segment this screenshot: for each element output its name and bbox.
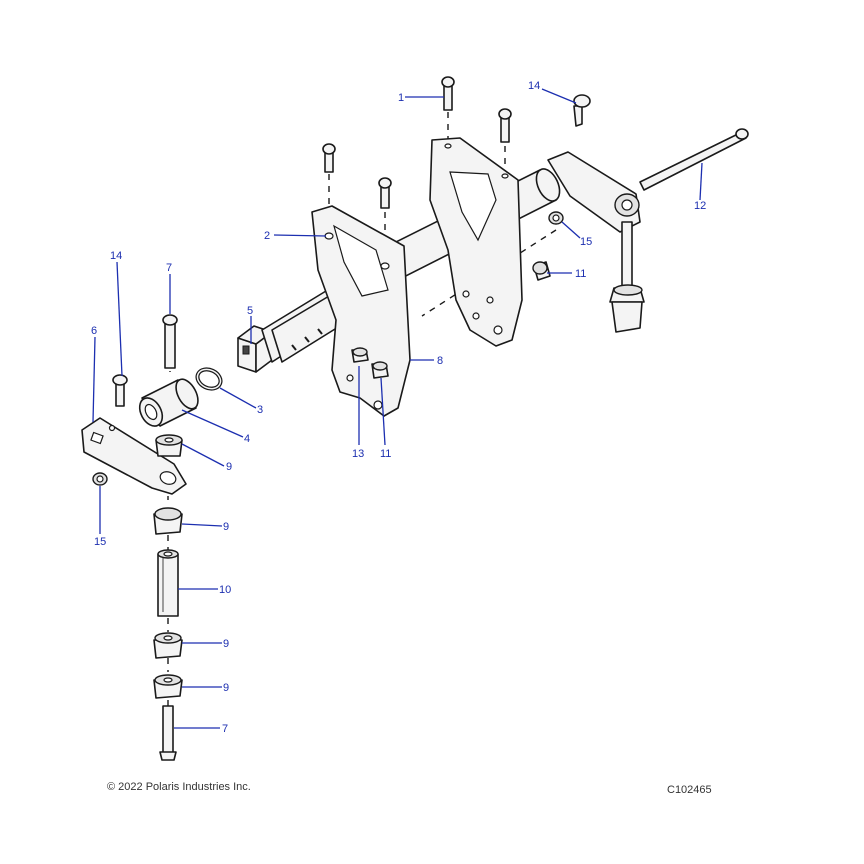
- nut-15-right: [548, 211, 564, 225]
- callout-5: 5: [247, 305, 253, 317]
- bushing-9-b: [153, 507, 183, 535]
- callout-9-a: 9: [226, 461, 232, 473]
- bolt-11-front: [371, 361, 389, 379]
- callout-8: 8: [437, 355, 443, 367]
- callout-13: 13: [352, 448, 364, 460]
- sleeve-4: [138, 378, 199, 427]
- bushing-9-a: [155, 434, 183, 457]
- bracket-rear: [429, 137, 523, 347]
- bolt-14-left: [112, 374, 128, 407]
- long-bolt-12: [639, 128, 749, 191]
- bushing-9-d: [153, 674, 183, 699]
- callout-7-top: 7: [166, 262, 172, 274]
- assembly-lines: [167, 112, 557, 712]
- lever-arm-6: [81, 417, 187, 495]
- callout-7-bottom: 7: [222, 723, 228, 735]
- callout-9-b: 9: [223, 521, 229, 533]
- leader-lines: [92, 88, 703, 729]
- callout-12: 12: [694, 200, 706, 212]
- steering-arm-right: [547, 151, 645, 333]
- callout-3: 3: [257, 404, 263, 416]
- figure-id: C102465: [667, 784, 712, 796]
- callout-9-d: 9: [223, 682, 229, 694]
- callout-9-c: 9: [223, 638, 229, 650]
- callout-11-front: 11: [380, 448, 391, 460]
- bolt-7-bottom: [159, 705, 177, 761]
- copyright-text: © 2022 Polaris Industries Inc.: [107, 781, 251, 793]
- bolt-14-top: [573, 94, 591, 127]
- callout-2: 2: [264, 230, 270, 242]
- bolt-7-top: [162, 314, 178, 369]
- callout-14-top: 14: [528, 80, 540, 92]
- nut-15-left: [92, 472, 108, 486]
- bolt-11-right: [532, 261, 551, 281]
- callout-11-right: 11: [575, 268, 586, 280]
- callout-4: 4: [244, 433, 250, 445]
- callout-1: 1: [398, 92, 404, 104]
- callout-15-left: 15: [94, 536, 106, 548]
- callout-10: 10: [219, 584, 231, 596]
- tube-10: [157, 549, 179, 617]
- callout-labels: 1 14 12 2 15 11 7 14 6 5 8 3 4 13 11 9 1…: [91, 80, 706, 735]
- callout-6: 6: [91, 325, 97, 337]
- bolts-top: [322, 76, 512, 209]
- callout-14-left: 14: [110, 250, 122, 262]
- bolt-13: [351, 347, 369, 363]
- o-ring-3: [195, 367, 223, 391]
- bushing-9-c: [153, 632, 183, 659]
- callout-15-right: 15: [580, 236, 592, 248]
